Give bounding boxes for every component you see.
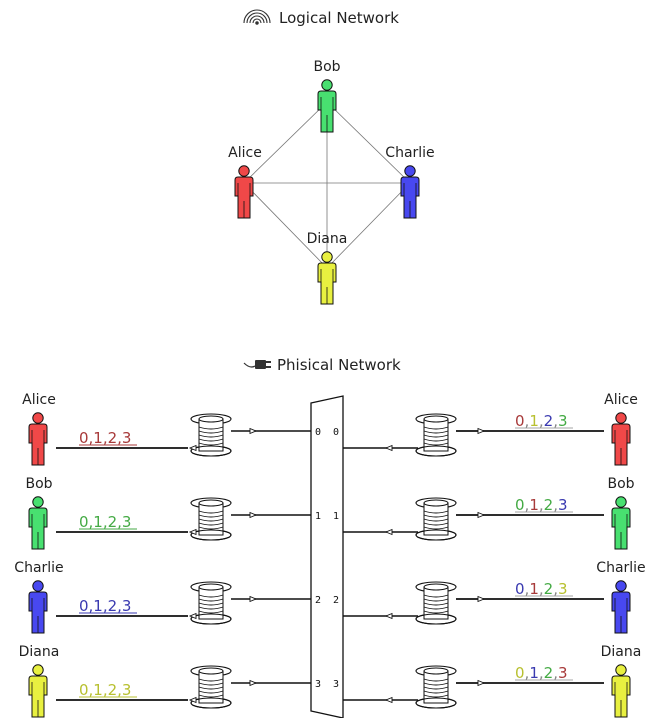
sequence-digit: 3 (558, 412, 568, 430)
left-sequence-label: 0,1,2,3 (79, 429, 131, 447)
person-icon (28, 664, 48, 718)
switch-input-port: 0 (315, 427, 321, 438)
person-icon-alice (234, 165, 254, 219)
cable-spool-icon (415, 581, 457, 625)
person-icon (611, 664, 631, 718)
sequence-digit: , (525, 664, 530, 682)
edge-alice-bob (243, 101, 328, 184)
person-icon (611, 496, 631, 550)
sequence-digit: 1 (529, 580, 539, 598)
edge-bob-charlie (326, 101, 411, 184)
sequence-digit: 3 (558, 664, 568, 682)
physical-network-title: Phisical Network (277, 356, 401, 374)
switch-output-port: 3 (333, 679, 339, 690)
person-icon-diana (317, 251, 337, 305)
right-user-label: Bob (607, 476, 634, 492)
left-sequence-label: 0,1,2,3 (79, 513, 131, 531)
node-label: Bob (313, 59, 340, 75)
network-plug-icon (243, 360, 271, 369)
sequence-digit: 2 (544, 664, 554, 682)
physical-network-header: Phisical Network (243, 356, 401, 374)
node-label: Alice (228, 145, 262, 161)
logical-node-diana: Diana (307, 231, 348, 305)
logical-network-title: Logical Network (279, 9, 399, 27)
person-icon-charlie (400, 165, 420, 219)
logical-network-header: Logical Network (243, 9, 399, 27)
cable-spool-icon (415, 413, 457, 457)
sequence-digit: , (553, 496, 558, 514)
logical-node-charlie: Charlie (385, 145, 435, 219)
person-icon (611, 580, 631, 634)
sequence-digit: , (553, 664, 558, 682)
right-user-label: Alice (604, 392, 638, 408)
sequence-digit: , (539, 580, 544, 598)
node-label: Charlie (385, 145, 434, 161)
sequence-digit: 2 (544, 412, 554, 430)
left-sequence-label: 0,1,2,3 (79, 597, 131, 615)
cable-spool-icon (415, 665, 457, 709)
cable-spool-icon (190, 581, 232, 625)
sequence-digit: , (525, 580, 530, 598)
sequence-digit: 1 (529, 664, 539, 682)
cable-spool-icon (190, 413, 232, 457)
sequence-digit: , (553, 412, 558, 430)
left-user-label: Charlie (14, 560, 63, 576)
sequence-digit: , (539, 496, 544, 514)
edge-charlie-diana (326, 182, 411, 269)
switch-input-port: 3 (315, 679, 321, 690)
right-user-label: Charlie (596, 560, 645, 576)
sequence-digit: , (539, 412, 544, 430)
sequence-digit: , (525, 412, 530, 430)
right-sequence-label: 0,1,2,3 (515, 412, 568, 430)
sequence-digit: 1 (529, 496, 539, 514)
sequence-digit: 1 (529, 412, 539, 430)
sequence-digit: 2 (544, 580, 554, 598)
wifi-signal-icon (243, 9, 271, 25)
cable-spool-icon (415, 497, 457, 541)
node-label: Diana (307, 231, 348, 247)
sequence-digit: 2 (544, 496, 554, 514)
sequence-digit: , (539, 664, 544, 682)
person-icon (611, 412, 631, 466)
right-user-label: Diana (601, 644, 642, 660)
sequence-digit: 0 (515, 412, 525, 430)
person-icon-bob (317, 79, 337, 133)
logical-node-alice: Alice (228, 145, 262, 219)
person-icon (28, 496, 48, 550)
switch-output-port: 0 (333, 427, 339, 438)
person-icon (28, 412, 48, 466)
right-sequence-label: 0,1,2,3 (515, 496, 568, 514)
cable-spool-icon (190, 497, 232, 541)
cable-spool-icon (190, 665, 232, 709)
sequence-digit: 0 (515, 580, 525, 598)
switch-output-port: 1 (333, 511, 339, 522)
edge-alice-diana (243, 182, 328, 269)
left-user-label: Bob (25, 476, 52, 492)
sequence-digit: 3 (558, 496, 568, 514)
right-sequence-label: 0,1,2,3 (515, 664, 568, 682)
switch-input-port: 2 (315, 595, 321, 606)
sequence-digit: 3 (558, 580, 568, 598)
sequence-digit: 0 (515, 664, 525, 682)
sequence-digit: , (525, 496, 530, 514)
left-sequence-label: 0,1,2,3 (79, 681, 131, 699)
switch-output-port: 2 (333, 595, 339, 606)
sequence-digit: , (553, 580, 558, 598)
person-icon (28, 580, 48, 634)
switch (310, 395, 344, 718)
left-user-label: Diana (19, 644, 60, 660)
left-user-label: Alice (22, 392, 56, 408)
right-sequence-label: 0,1,2,3 (515, 580, 568, 598)
logical-node-bob: Bob (313, 59, 341, 133)
sequence-digit: 0 (515, 496, 525, 514)
switch-input-port: 1 (315, 511, 321, 522)
